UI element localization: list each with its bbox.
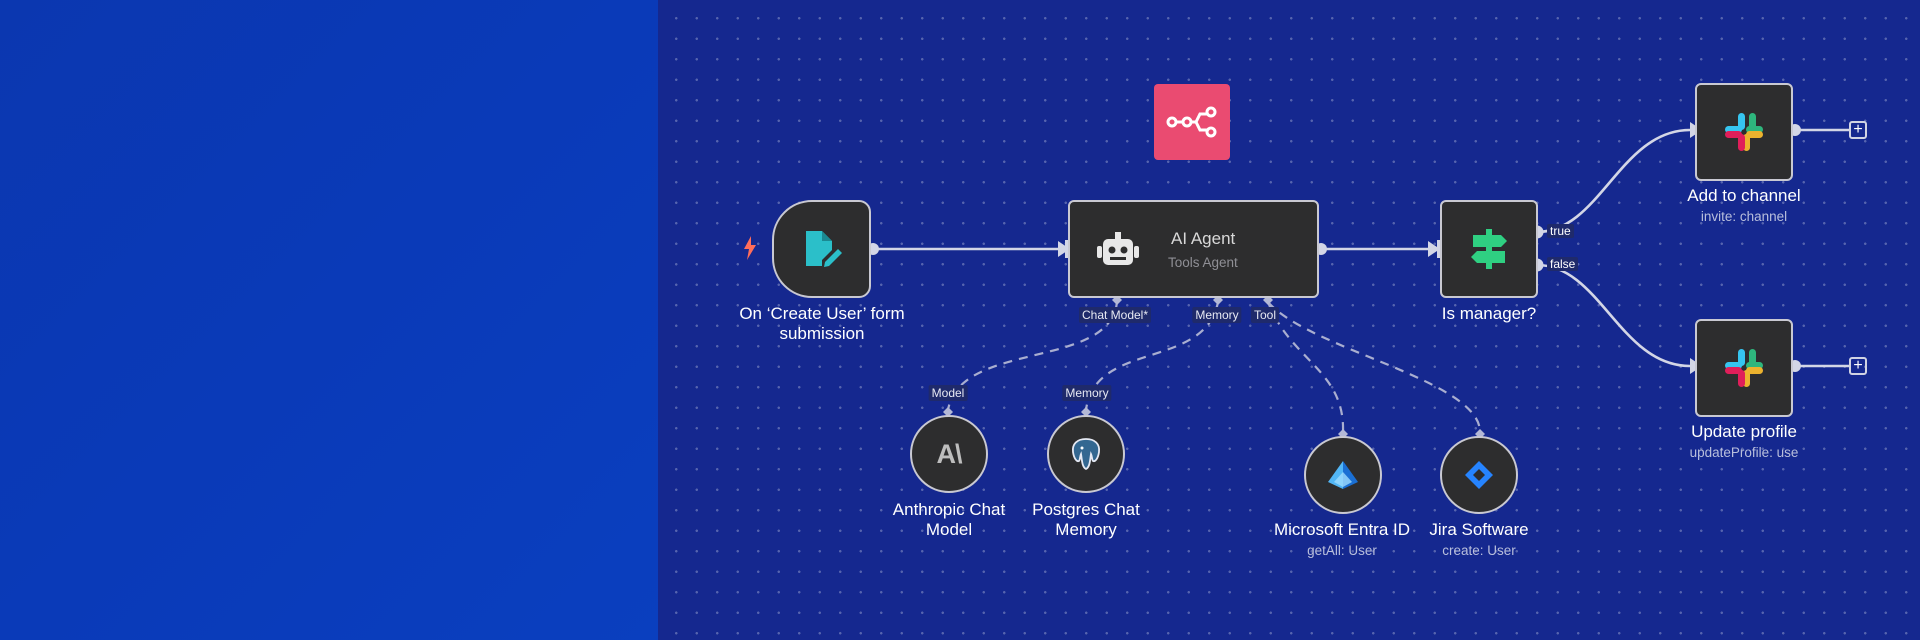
postgres-chat-memory-node[interactable] [1047,415,1125,493]
n8n-logo-tile [1154,84,1230,160]
lightning-icon [744,236,756,260]
ai-agent-node[interactable]: AI Agent Tools Agent [1068,200,1319,298]
anthropic-label-line2: Model [925,520,973,539]
anthropic-icon: A\ [936,438,963,469]
microsoft-entra-id-node[interactable] [1304,436,1382,514]
anthropic-chat-model-node[interactable]: A\ [910,415,988,493]
plus-icon: + [1853,357,1863,374]
anthropic-label-line1: Anthropic Chat [892,500,1006,519]
slack-icon [1725,349,1763,387]
left-panel [0,0,658,640]
jira-diamond-icon [1465,461,1493,489]
ai-agent-title: AI Agent [1171,228,1236,248]
form-icon [805,231,842,267]
update-profile-label: Update profile [1691,422,1797,441]
is-manager-label: Is manager? [1441,304,1537,323]
trigger-label-line2: submission [779,324,865,343]
add-to-channel-label: Add to channel [1687,186,1801,205]
entra-label: Microsoft Entra ID [1273,520,1411,539]
update-profile-node[interactable] [1695,319,1793,417]
jira-software-node[interactable] [1440,436,1518,514]
port-label-memory-in: Memory [1062,385,1112,401]
update-profile-sublabel: updateProfile: use [1689,445,1799,460]
entra-sublabel: getAll: User [1307,543,1377,558]
robot-icon [1097,232,1139,265]
n8n-logo-icon [1166,106,1217,138]
postgres-label-line2: Memory [1055,520,1117,539]
add-node-plus-button[interactable]: + [1849,357,1867,375]
form-trigger-node[interactable] [772,200,871,298]
entra-pyramid-icon [1328,461,1358,489]
jira-sublabel: create: User [1442,543,1516,558]
branch-label-true: true [1547,224,1574,238]
trigger-label-line1: On ‘Create User’ form [739,304,905,323]
add-node-plus-button[interactable]: + [1849,121,1867,139]
postgres-elephant-icon [1072,438,1100,471]
branch-label-false: false [1547,257,1579,271]
add-to-channel-node[interactable] [1695,83,1793,181]
slack-icon [1725,113,1763,151]
is-manager-node[interactable] [1440,200,1538,298]
ai-agent-subtitle: Tools Agent [1168,254,1238,270]
port-label-model: Model [928,385,968,401]
signpost-icon [1471,229,1507,269]
port-label-chat-model: Chat Model* [1078,307,1152,323]
postgres-label-line1: Postgres Chat [1032,500,1140,519]
plus-icon: + [1853,121,1863,138]
jira-label: Jira Software [1429,520,1529,539]
port-label-tool: Tool [1250,307,1280,323]
port-label-memory: Memory [1192,307,1242,323]
add-to-channel-sublabel: invite: channel [1700,209,1788,224]
